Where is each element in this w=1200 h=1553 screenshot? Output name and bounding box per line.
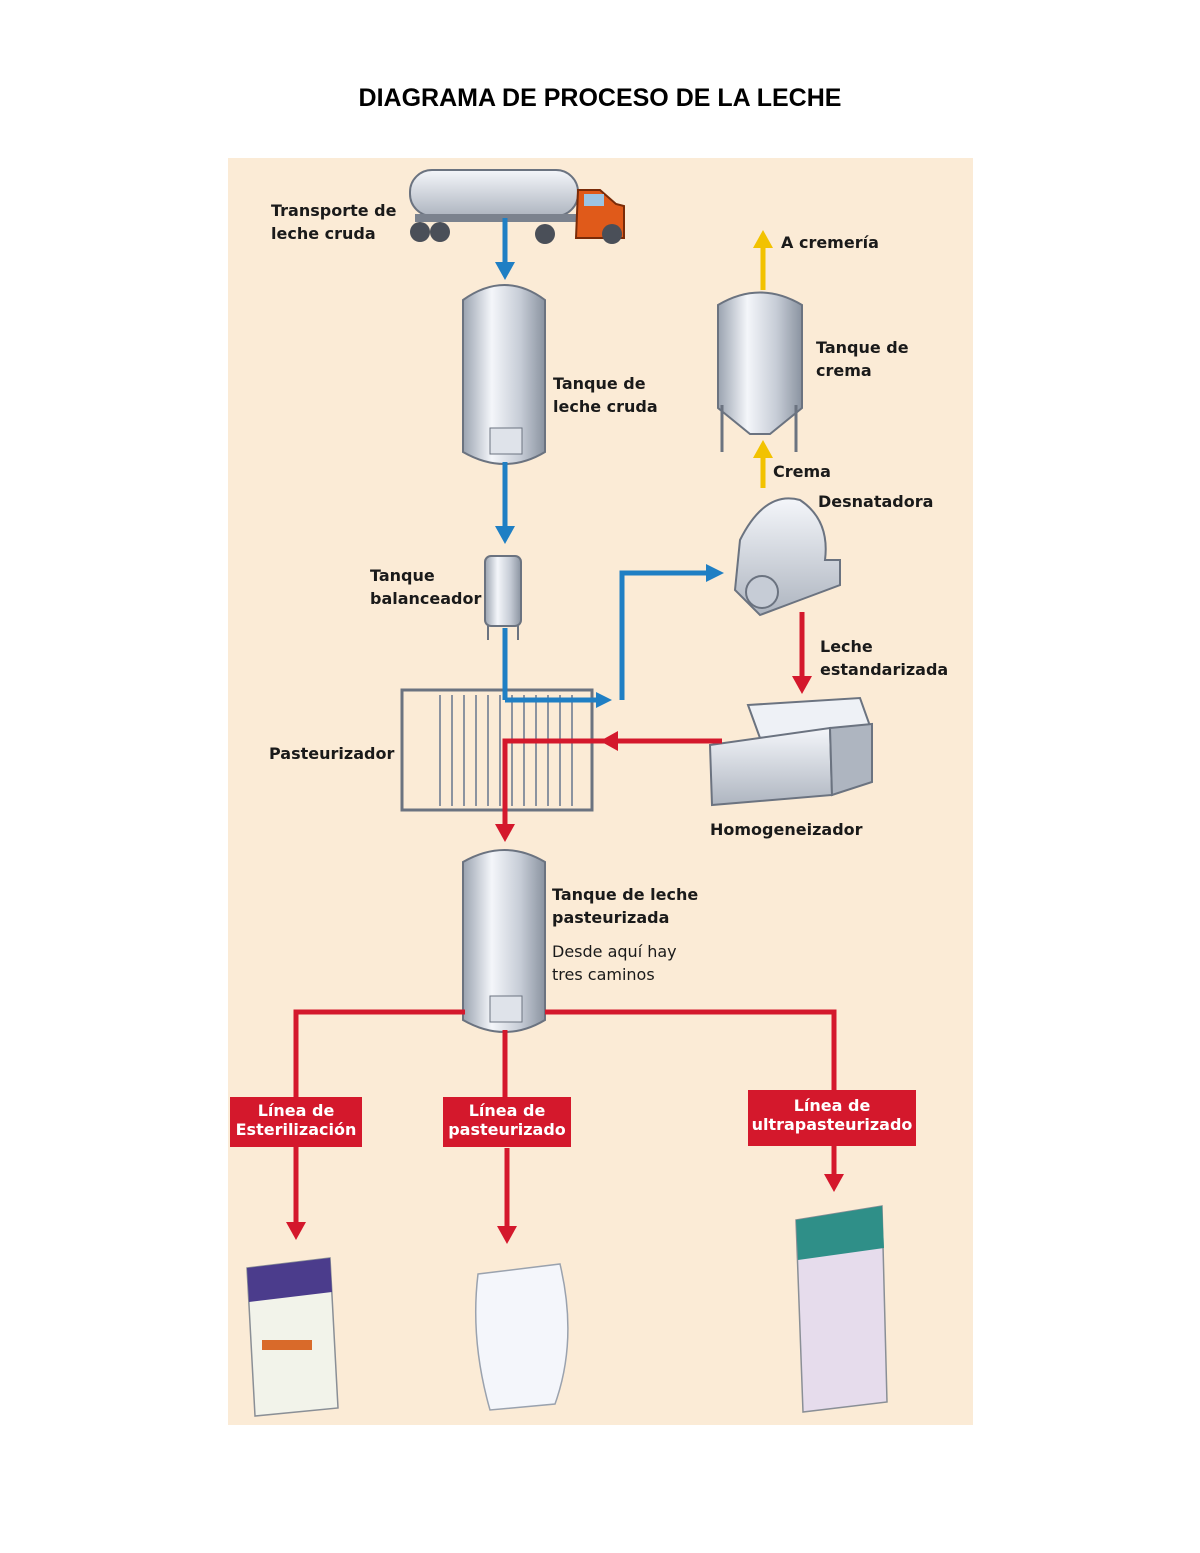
blue-flow-lines	[502, 218, 708, 703]
three-paths-note: Desde aquí hay tres caminos	[552, 942, 677, 984]
skimmer-label: Desnatadora	[818, 492, 934, 511]
balance-tank-icon	[484, 555, 522, 640]
skimmer-centrifuge-icon	[733, 497, 841, 617]
blue-flow-arrowheads	[495, 262, 724, 708]
milk-bag-icon	[475, 1263, 569, 1411]
plate-pasteurizer-icon	[400, 688, 594, 812]
balance-tank-label: Tanque balanceador	[370, 566, 482, 608]
cream-destination-label: A cremería	[781, 233, 879, 252]
homogenizer-label: Homogeneizador	[710, 820, 863, 839]
milk-carton-icon	[246, 1257, 339, 1417]
ultrapasteurized-line-label: Línea de ultrapasteurizado	[748, 1090, 916, 1146]
yellow-flow-lines	[753, 230, 773, 488]
pasteurized-milk-tank-icon	[462, 849, 546, 1033]
page-title: DIAGRAMA DE PROCESO DE LA LECHE	[358, 84, 842, 112]
homogenizer-icon	[708, 696, 873, 807]
cream-tank-icon	[717, 291, 803, 452]
standardized-milk-label: Leche estandarizada	[820, 637, 949, 679]
pasteurized-tank-label: Tanque de leche pasteurizada	[552, 885, 699, 927]
uht-carton-icon	[795, 1205, 888, 1413]
tanker-truck-icon	[409, 169, 625, 244]
raw-tank-label: Tanque de leche cruda	[553, 374, 658, 416]
pasteurizer-label: Pasteurizador	[269, 744, 395, 763]
raw-milk-tank-icon	[462, 284, 546, 465]
red-flow-arrowheads	[286, 676, 844, 1244]
pasteurized-line-label: Línea de pasteurizado	[443, 1097, 571, 1147]
cream-tank-label: Tanque de crema	[816, 338, 909, 380]
truck-label: Transporte de leche cruda	[271, 201, 397, 243]
cream-label: Crema	[773, 462, 831, 481]
red-flow-lines	[293, 612, 837, 1228]
sterilization-line-label: Línea de Esterilización	[230, 1097, 362, 1147]
